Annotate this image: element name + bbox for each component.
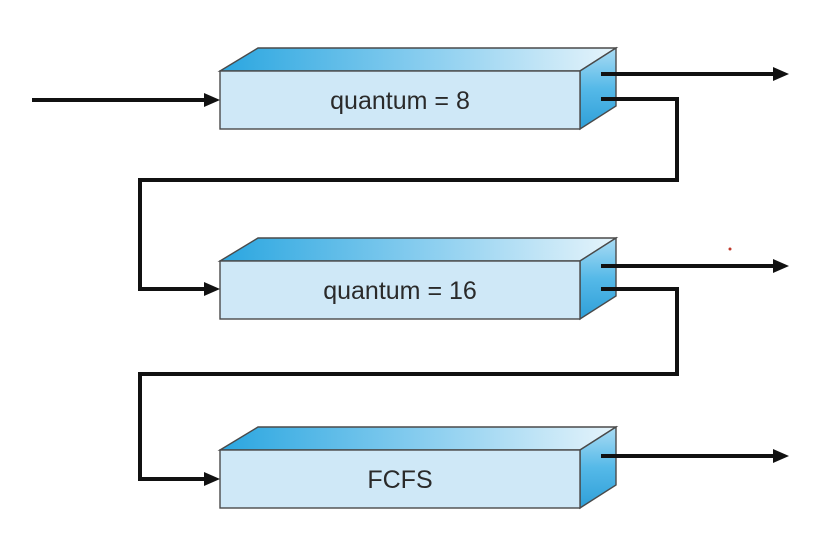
queue-1-label: quantum = 8 (330, 87, 470, 115)
queue-1-front-face (219, 70, 581, 130)
queue-2-front-face (219, 260, 581, 320)
queue-1: quantum = 8 (217, 46, 619, 131)
queue-1-top-face (217, 47, 619, 72)
queue-1-exit-arrow (601, 67, 789, 81)
demotion-arrow-1-to-2 (138, 97, 679, 296)
queue-3-label: FCFS (367, 466, 432, 494)
entry-arrow (32, 93, 220, 107)
demotion-arrow-2-to-3 (138, 287, 679, 486)
queue-2-top-face (217, 237, 619, 262)
queue-3-front-face (219, 449, 581, 509)
queue-3-exit-arrow (601, 449, 789, 463)
queue-3: FCFS (217, 425, 619, 510)
queue-3-top-face (217, 426, 619, 451)
stray-dot (728, 247, 732, 251)
queue-2-label: quantum = 16 (323, 277, 477, 305)
queue-2: quantum = 16 (217, 236, 619, 321)
queue-2-exit-arrow (601, 259, 789, 273)
